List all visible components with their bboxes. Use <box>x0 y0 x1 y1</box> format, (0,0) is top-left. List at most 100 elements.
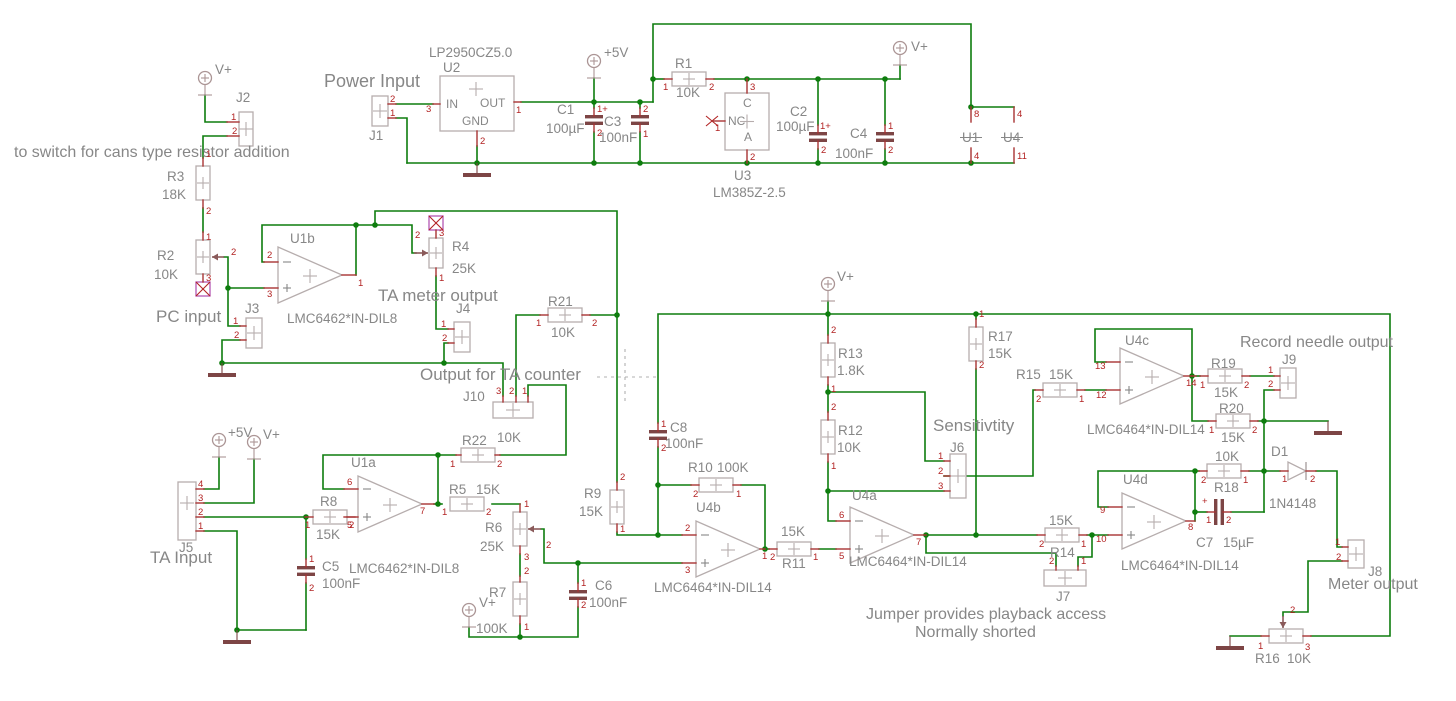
schematic-label: 15K <box>1049 367 1073 382</box>
pin-number: 1 <box>736 489 741 500</box>
schematic-label: 100µF <box>776 119 815 134</box>
pin-number: 1 <box>888 121 893 132</box>
wire <box>435 275 449 330</box>
comment-text: Output for TA counter <box>420 365 581 384</box>
pin-number: 2 <box>709 82 714 93</box>
schematic-label: R10 <box>688 460 713 475</box>
supply-V+ <box>197 70 213 96</box>
wire <box>1315 470 1343 548</box>
pin-number: 1 <box>1258 641 1263 652</box>
comment-text: Normally shorted <box>915 624 1036 641</box>
schematic-label: C4 <box>850 126 868 141</box>
wire <box>827 461 837 522</box>
pin-number: 1 <box>663 82 668 93</box>
wire <box>740 484 770 550</box>
wire <box>616 531 683 536</box>
part-J10 <box>492 401 534 419</box>
schematic-label: J7 <box>1056 589 1070 604</box>
schematic-label: 15K <box>1214 385 1238 400</box>
schematic-label: 100µF <box>546 121 585 136</box>
pin-number: 2 <box>1252 425 1257 436</box>
schematic-label: R11 <box>782 556 806 571</box>
schematic-label: R9 <box>584 486 601 501</box>
comment-text: TA Input <box>150 548 212 567</box>
pin-number: 1 <box>1081 556 1086 567</box>
wire <box>468 606 579 638</box>
schematic-label: OUT <box>480 96 506 110</box>
wire <box>374 210 618 483</box>
resistor-R2 <box>195 239 211 275</box>
schematic-label: 100nF <box>322 576 360 591</box>
schematic-label: 15K <box>781 524 805 539</box>
schematic-label: 10K <box>1287 651 1311 666</box>
ground-symbol <box>463 163 491 177</box>
schematic-label: LMC6464*IN-DIL14 <box>1121 558 1239 573</box>
supply-V+ <box>461 602 477 628</box>
resistor-R20 <box>1215 413 1251 429</box>
schematic-label: 25K <box>452 261 476 276</box>
resistor-R9 <box>609 489 625 525</box>
schematic-label: 25K <box>480 539 504 554</box>
pin-number: 1 <box>1282 474 1287 485</box>
comment-text: Record needle output <box>1240 334 1394 351</box>
resistor-R4 <box>428 237 444 269</box>
pin-number: 3 <box>426 104 431 115</box>
schematic-label: U3 <box>734 168 751 183</box>
pin-number: 1 <box>979 309 984 320</box>
pin-number: 1+ <box>820 121 831 132</box>
pin-number: 2 <box>546 540 551 551</box>
pin-number: 1 <box>516 105 521 116</box>
schematic-label: 18K <box>162 187 186 202</box>
pin-number: 2 <box>831 325 836 336</box>
pin-number: 2 <box>821 145 826 156</box>
schematic-label: U4b <box>696 500 721 515</box>
pin-number: 2 <box>592 318 597 329</box>
pin-number: 4 <box>198 479 203 490</box>
pin-number: 2 <box>486 507 491 518</box>
pin-number: 3 <box>938 481 943 492</box>
pin-number: 1 <box>813 552 818 563</box>
schematic-label: LMC6464*IN-DIL14 <box>1087 422 1205 437</box>
supply-+5V <box>211 432 227 458</box>
wire <box>1282 560 1343 617</box>
junction-dot <box>1192 468 1198 474</box>
schematic-label: 10K <box>676 85 700 100</box>
resistor-R1 <box>671 71 707 87</box>
junction-dot <box>973 532 979 538</box>
schematic-label: 100nF <box>589 595 627 610</box>
pin-number: 2 <box>620 472 625 483</box>
wire <box>221 339 241 364</box>
pin-number: 2 <box>750 152 755 163</box>
part-J3 <box>245 317 263 349</box>
comment-text: Jumper provides playback access <box>866 606 1106 623</box>
pin-number: 1 <box>233 316 238 327</box>
junction-dot <box>575 560 581 566</box>
schematic-label: LMC6462*IN-DIL8 <box>349 561 459 576</box>
resistor-R13 <box>820 342 836 378</box>
diode-D1 <box>1287 460 1308 482</box>
schematic-label: 15µF <box>1223 535 1254 550</box>
pin-number: 4 <box>974 151 979 162</box>
pin-number: 2 <box>693 489 698 500</box>
pin-number: 2 <box>643 104 648 115</box>
schematic-label: J5 <box>179 540 193 555</box>
schematic-label: R3 <box>167 169 184 184</box>
pin-number: 1 <box>762 551 767 562</box>
pin-number: 2 <box>685 523 690 534</box>
junction-dot <box>1089 532 1095 538</box>
pin-number: 8 <box>974 109 979 120</box>
pin-number: 1 <box>1268 365 1273 376</box>
junction-dot <box>441 360 447 366</box>
ground-symbol <box>1216 636 1244 650</box>
part-J8 <box>1347 539 1365 569</box>
resistor-R11 <box>776 541 812 557</box>
schematic-label: U1a <box>351 455 376 470</box>
pin-number: 1 <box>439 273 444 284</box>
part-J5 <box>177 481 197 541</box>
wire <box>322 454 457 490</box>
junction-dot <box>637 99 643 105</box>
resistor-R18 <box>1206 463 1242 479</box>
part-J7 <box>1043 569 1087 587</box>
pin-number: 13 <box>1095 361 1106 372</box>
schematic-label: 100K <box>717 460 749 475</box>
